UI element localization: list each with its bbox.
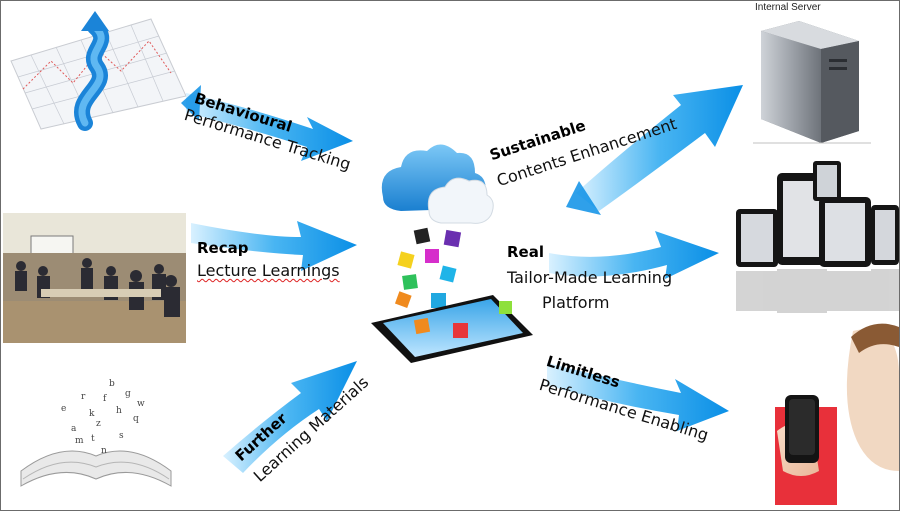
svg-text:e: e	[61, 404, 66, 414]
svg-text:s: s	[119, 431, 124, 441]
arrow-sustainable	[566, 85, 743, 215]
server-image	[753, 21, 871, 144]
svg-text:n: n	[101, 446, 107, 456]
arrow-behavioural	[181, 85, 353, 161]
real-keyword: Real	[507, 243, 544, 261]
svg-text:a: a	[71, 424, 77, 434]
recap-text: Lecture Learnings	[197, 261, 340, 280]
real-text-line2: Platform	[542, 293, 610, 312]
arrow-recap	[191, 221, 357, 271]
svg-text:h: h	[116, 406, 122, 416]
woman-phone-photo	[761, 323, 899, 509]
svg-text:w: w	[137, 399, 145, 409]
arrow-further	[223, 361, 357, 473]
open-book-image: a kf r h z g e b q m s t w n	[20, 379, 172, 487]
svg-text:f: f	[103, 394, 107, 404]
growth-chart-image	[10, 11, 187, 131]
server-label: Internal Server	[755, 2, 821, 13]
recap-keyword: Recap	[197, 239, 249, 257]
tablets-image	[736, 161, 899, 313]
svg-text:t: t	[91, 434, 95, 444]
svg-text:g: g	[125, 389, 131, 399]
arrow-limitless	[547, 363, 729, 431]
svg-text:k: k	[89, 409, 95, 419]
svg-text:b: b	[109, 379, 115, 389]
real-text-line1: Tailor-Made Learning	[507, 268, 673, 287]
lecture-room-photo	[3, 213, 186, 343]
svg-text:m: m	[75, 436, 84, 446]
svg-text:q: q	[133, 414, 139, 424]
svg-text:r: r	[81, 392, 86, 402]
arrow-real	[549, 231, 719, 279]
svg-text:z: z	[96, 419, 101, 429]
cloud-tablet-image	[371, 144, 533, 363]
